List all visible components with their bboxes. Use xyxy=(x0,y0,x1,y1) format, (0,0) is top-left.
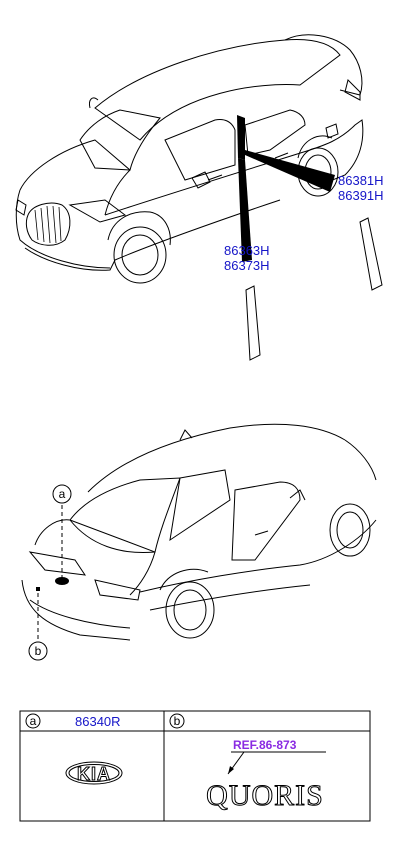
kia-emblem-icon: KIA xyxy=(65,761,123,785)
rear-car-view xyxy=(21,423,377,641)
label-86373H: 86373H xyxy=(224,258,270,273)
table-a-circle xyxy=(25,713,41,729)
ref-label: REF.86-873 xyxy=(233,738,297,752)
callout-a-letter: a xyxy=(59,487,66,501)
callout-b-letter: b xyxy=(35,644,42,658)
kia-emblem-text: KIA xyxy=(77,764,111,784)
label-86340R: 86340R xyxy=(75,714,121,729)
front-car-view xyxy=(15,34,383,361)
callout-b-circle xyxy=(28,641,48,661)
quoris-emblem-icon: QUORIS xyxy=(206,779,324,813)
callout-a-circle xyxy=(52,484,72,504)
parts-table xyxy=(19,710,371,822)
label-86381H: 86381H xyxy=(338,173,384,188)
table-b-circle xyxy=(169,713,185,729)
quoris-emblem-text: QUORIS xyxy=(206,779,324,812)
table-b-letter: b xyxy=(174,714,181,728)
table-a-letter: a xyxy=(30,714,37,728)
ref-arrow-icon xyxy=(228,766,234,774)
label-86363H: 86363H xyxy=(224,243,270,258)
label-86391H: 86391H xyxy=(338,188,384,203)
